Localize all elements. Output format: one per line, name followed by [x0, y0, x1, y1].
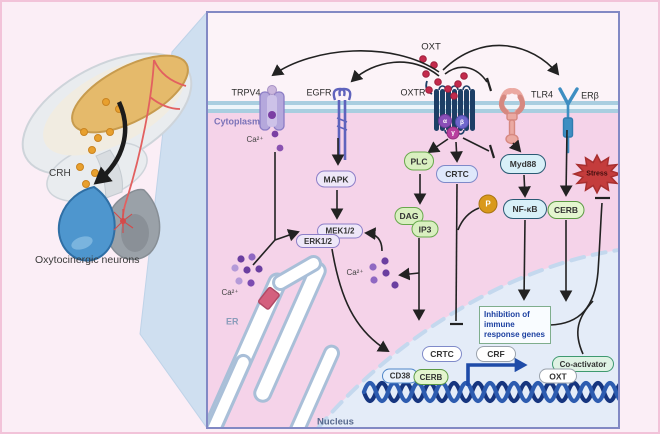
oxt-ligand-label: OXT [421, 41, 441, 53]
arrow-g-plc [427, 138, 449, 154]
hypothalamus-shape [71, 54, 189, 134]
calcium-dots-er [231, 253, 263, 287]
nfkb-node: NF-κB [503, 199, 547, 219]
arrow-erbeta-cerb [559, 129, 573, 197]
erbeta-label: ERβ [581, 90, 599, 101]
cell-box-border [206, 11, 620, 429]
er-calcium-channel [258, 286, 280, 310]
inhibit-oxt-tlr4 [444, 66, 488, 83]
trpv4-receptor [259, 85, 285, 131]
arrow-oxt-erbeta [442, 44, 560, 76]
transcription-arrow [466, 357, 528, 386]
arrow-nfkb-genes [517, 219, 531, 301]
erk-node: ERK1/2 [296, 234, 340, 248]
g-protein-beta: β [455, 115, 469, 129]
mapk-node: MAPK [316, 170, 356, 188]
pathway-arrows [252, 44, 610, 355]
nucleus-label: Nucleus [317, 416, 354, 428]
inhibit-crtc-nucleus [455, 183, 458, 322]
tlr4-receptor [498, 88, 526, 145]
trpv4-label: TRPV4 [231, 87, 261, 98]
calcium-dots-ip3 [369, 257, 399, 289]
arrow-ip3-ca [398, 267, 420, 281]
oxtr-label: OXTR [400, 87, 426, 98]
arrow-erk-nucleus [331, 248, 390, 353]
calcium-dots-trpv4 [271, 130, 284, 152]
erbeta-receptor [558, 87, 579, 154]
calcium-label-trpv4: Ca²⁺ [246, 135, 264, 144]
crh-label: CRH [49, 168, 71, 179]
plc-node: PLC [404, 151, 434, 171]
inhibit-genes-stress [549, 202, 603, 326]
crh-release-arrow [93, 101, 128, 185]
blood-vessel [121, 59, 187, 227]
oxt-gene-node: OXT [539, 368, 577, 384]
g-protein-alpha: α [438, 114, 452, 128]
stress-label: Stress [586, 170, 608, 178]
cerb-nucleus-node: CERB [413, 369, 449, 385]
hypothalamus-illustration [21, 52, 193, 262]
crtc-nucleus-node: CRTC [422, 346, 462, 362]
cytoplasm-label: Cytoplasm [214, 116, 261, 127]
cell-membrane [208, 101, 618, 113]
nucleus-membrane-dashed [316, 248, 618, 427]
arrow-tlr4-myd88 [508, 139, 522, 153]
arrow-g-crtc [450, 141, 463, 163]
crf-node: CRF [476, 346, 516, 362]
inhibit-g-myd88 [462, 137, 490, 152]
myd88-node: Myd88 [500, 154, 546, 174]
arrow-oxt-trpv4 [271, 50, 440, 77]
arrow-oxt-egfr [350, 61, 440, 83]
ip3-node: IP3 [411, 220, 439, 238]
inhibition-immune-genes-box: Inhibition of immune response genes [479, 306, 551, 344]
tlr4-label: TLR4 [530, 89, 554, 100]
neuron-icon [113, 209, 134, 233]
arrow-ca-mek [364, 227, 383, 252]
phospho-badge: P [478, 194, 498, 214]
arrow-ca-erk [274, 229, 300, 242]
tbar-myd88 [488, 144, 496, 159]
extracellular-region [208, 13, 618, 102]
cerb-cytoplasm-node: CERB [547, 201, 585, 219]
crtc-cytoplasm-node: CRTC [436, 165, 478, 183]
egfr-label: EGFR [306, 87, 332, 98]
arrow-myd88-nfkb [518, 174, 531, 198]
calcium-label-er: Ca²⁺ [221, 288, 239, 297]
endoplasmic-reticulum [208, 255, 341, 427]
line-phospho-crtc [457, 207, 480, 231]
coactivator-node: Co-activator [552, 356, 614, 372]
egfr-receptor [332, 87, 352, 160]
dna-helix [361, 380, 618, 404]
calcium-label-ip3: Ca²⁺ [346, 268, 364, 277]
stress-starburst [571, 153, 618, 195]
caption-oxytocinergic-neurons: Oxytocinergic neurons [35, 253, 140, 266]
g-protein-gamma: γ [446, 126, 460, 140]
line-coactivator-stress [577, 300, 594, 355]
line-ca-er [252, 239, 276, 266]
er-label: ER [226, 316, 239, 327]
tbar-tlr4 [485, 77, 493, 92]
